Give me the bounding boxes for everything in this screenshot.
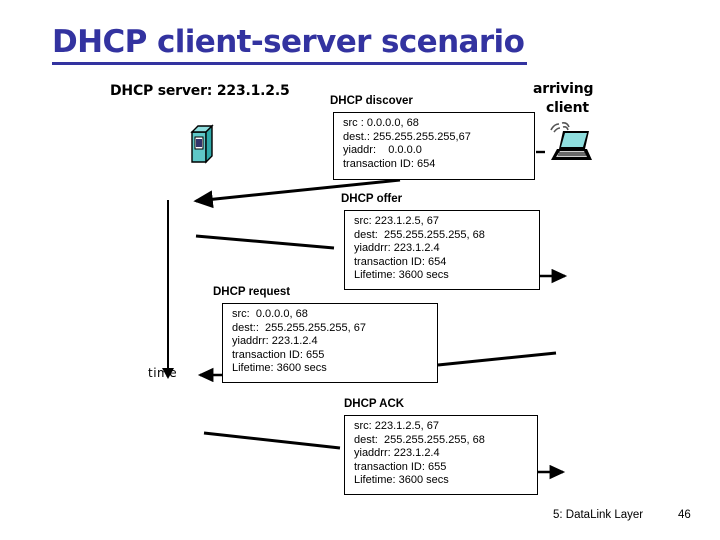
message-line: yiaddr: 0.0.0.0 [343,144,422,157]
message-line: src : 0.0.0.0, 68 [343,117,419,129]
arrow-dhcp-request [437,351,557,367]
message-line: transaction ID: 655 [354,460,447,473]
message-line: dest: 255.255.255.255, 68 [354,433,485,446]
message-box-dhcp-discover: src : 0.0.0.0, 68 dest.: 255.255.255.255… [333,112,535,180]
message-caption-dhcp-discover: DHCP discover [330,95,413,107]
message-line: src: 223.1.2.5, 67 [354,420,439,432]
message-line: Lifetime: 3600 secs [354,474,449,487]
arrow-dhcp-ack [203,431,341,450]
page-title-underline [52,62,527,65]
arrow-dhcp-offer [195,234,335,250]
message-line: transaction ID: 654 [343,157,436,170]
message-line: src: 0.0.0.0, 68 [232,308,308,320]
page-title: DHCP client-server scenario [52,24,525,60]
footer-page-number: 46 [678,509,691,521]
message-line: yiaddrr: 223.1.2.4 [232,335,318,348]
message-caption-dhcp-ack: DHCP ACK [344,398,405,410]
message-line: yiaddrr: 223.1.2.4 [354,447,440,460]
arriving-client-label-line1: arriving [533,81,594,97]
message-box-dhcp-ack: src: 223.1.2.5, 67 dest: 255.255.255.255… [344,415,538,495]
laptop-wireless-icon [545,118,595,171]
message-line: dest:: 255.255.255.255, 67 [232,321,366,334]
message-caption-dhcp-offer: DHCP offer [341,193,403,205]
message-line: dest: 255.255.255.255, 68 [354,228,485,241]
message-line: yiaddrr: 223.1.2.4 [354,242,440,255]
message-box-dhcp-offer: src: 223.1.2.5, 67 dest: 255.255.255.255… [344,210,540,290]
dhcp-server-label: DHCP server: 223.1.2.5 [110,83,290,99]
arriving-client-label-line2: client [546,100,589,116]
message-line: src: 223.1.2.5, 67 [354,215,439,227]
message-line: Lifetime: 3600 secs [232,362,327,375]
message-caption-dhcp-request: DHCP request [213,286,291,298]
message-line: Lifetime: 3600 secs [354,269,449,282]
message-line: dest.: 255.255.255.255,67 [343,130,471,143]
time-axis-label: time [148,366,178,380]
server-tower-icon [188,122,218,171]
message-line: transaction ID: 654 [354,255,447,268]
time-axis-arrowhead [162,368,174,379]
message-line: transaction ID: 655 [232,348,325,361]
message-box-dhcp-request: src: 0.0.0.0, 68 dest:: 255.255.255.255,… [222,303,438,383]
footer-chapter-label: 5: DataLink Layer [553,509,644,521]
time-axis-line [167,200,169,370]
